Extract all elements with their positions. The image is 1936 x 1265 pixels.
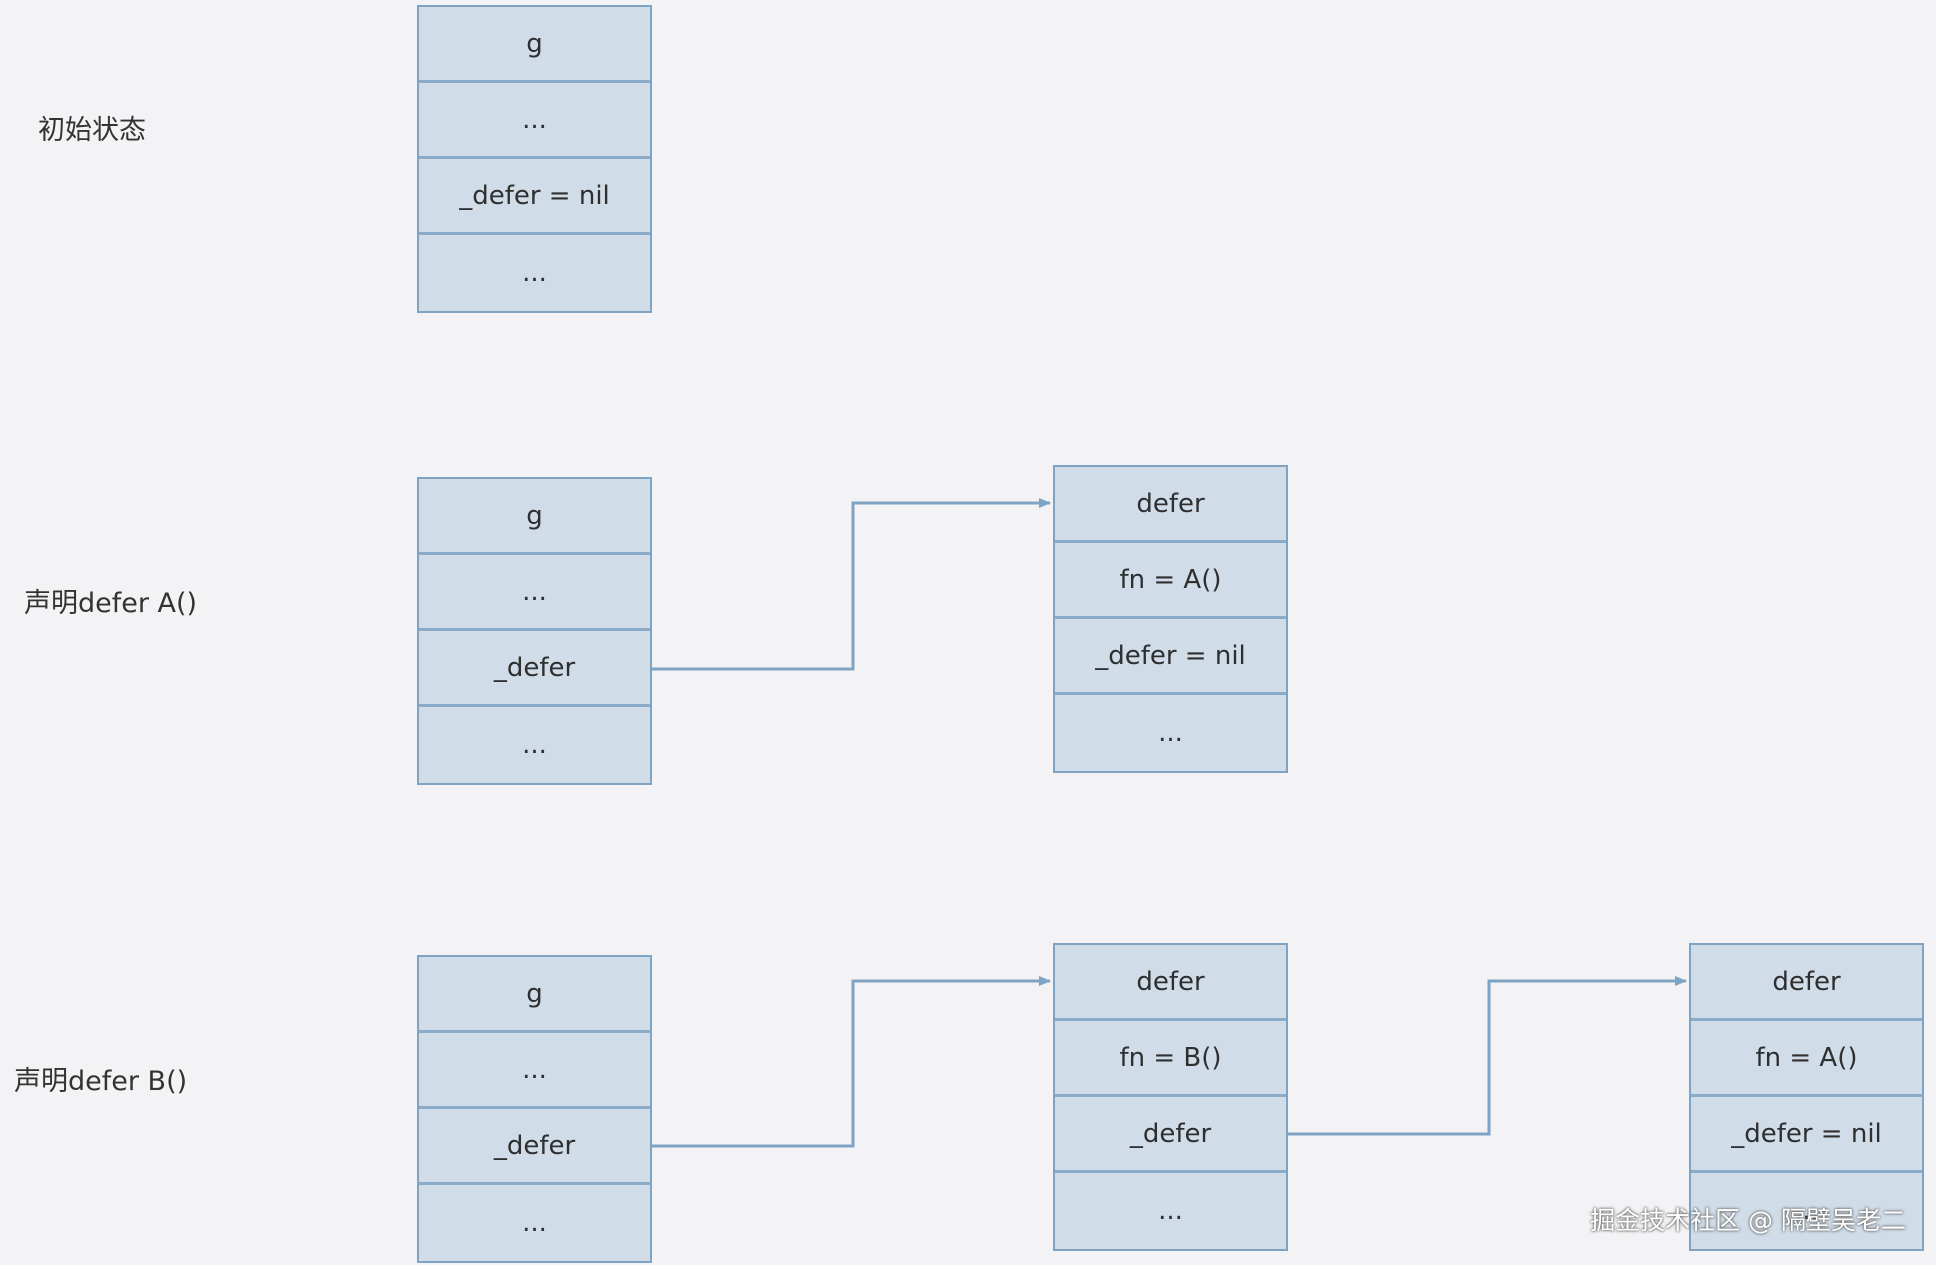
- defer-header: defer: [1055, 945, 1286, 1021]
- defer-struct-a-chained: defer fn = A() _defer = nil ...: [1689, 943, 1924, 1251]
- defer-fn-field: fn = A(): [1691, 1021, 1922, 1097]
- g-cell-ellipsis: ...: [522, 1208, 547, 1238]
- defer-fn-field: fn = B(): [1055, 1021, 1286, 1097]
- state-label-initial: 初始状态: [38, 115, 146, 146]
- defer-struct-b: defer fn = B() _defer ...: [1053, 943, 1288, 1251]
- defer-cell-ellipsis: ...: [1158, 1196, 1183, 1226]
- g-defer-field: _defer: [419, 631, 650, 707]
- defer-header: defer: [1055, 467, 1286, 543]
- g-defer-field: _defer: [419, 1109, 650, 1185]
- g-cell: g: [419, 7, 650, 83]
- defer-cell-ellipsis: ...: [1794, 1196, 1819, 1226]
- defer-struct-a: defer fn = A() _defer = nil ...: [1053, 465, 1288, 773]
- g-struct-initial: g ... _defer = nil ...: [417, 5, 652, 313]
- arrow-defer-b-to-defer-a: [1288, 976, 1687, 1136]
- defer-link-field: _defer = nil: [1055, 619, 1286, 695]
- g-cell-ellipsis: ...: [419, 555, 650, 631]
- defer-fn-field: fn = A(): [1055, 543, 1286, 619]
- g-cell-ellipsis: ...: [522, 258, 547, 288]
- g-cell: g: [419, 479, 650, 555]
- defer-link-field: _defer: [1055, 1097, 1286, 1173]
- defer-link-field: _defer = nil: [1691, 1097, 1922, 1173]
- g-struct-defer-a: g ... _defer ...: [417, 477, 652, 785]
- arrow-g-to-defer-a: [652, 498, 1051, 671]
- defer-header: defer: [1691, 945, 1922, 1021]
- g-cell-ellipsis: ...: [419, 1033, 650, 1109]
- state-label-defer-a: 声明defer A(): [24, 588, 198, 619]
- watermark: 掘金技术社区 @ 隔壁吴老二: [1590, 1206, 1906, 1235]
- g-cell-ellipsis: ...: [522, 730, 547, 760]
- state-label-defer-b: 声明defer B(): [14, 1066, 188, 1097]
- g-cell: g: [419, 957, 650, 1033]
- arrow-g-to-defer-b: [652, 976, 1051, 1148]
- g-defer-field: _defer = nil: [419, 159, 650, 235]
- g-cell-ellipsis: ...: [419, 83, 650, 159]
- g-struct-defer-b: g ... _defer ...: [417, 955, 652, 1263]
- defer-cell-ellipsis: ...: [1158, 718, 1183, 748]
